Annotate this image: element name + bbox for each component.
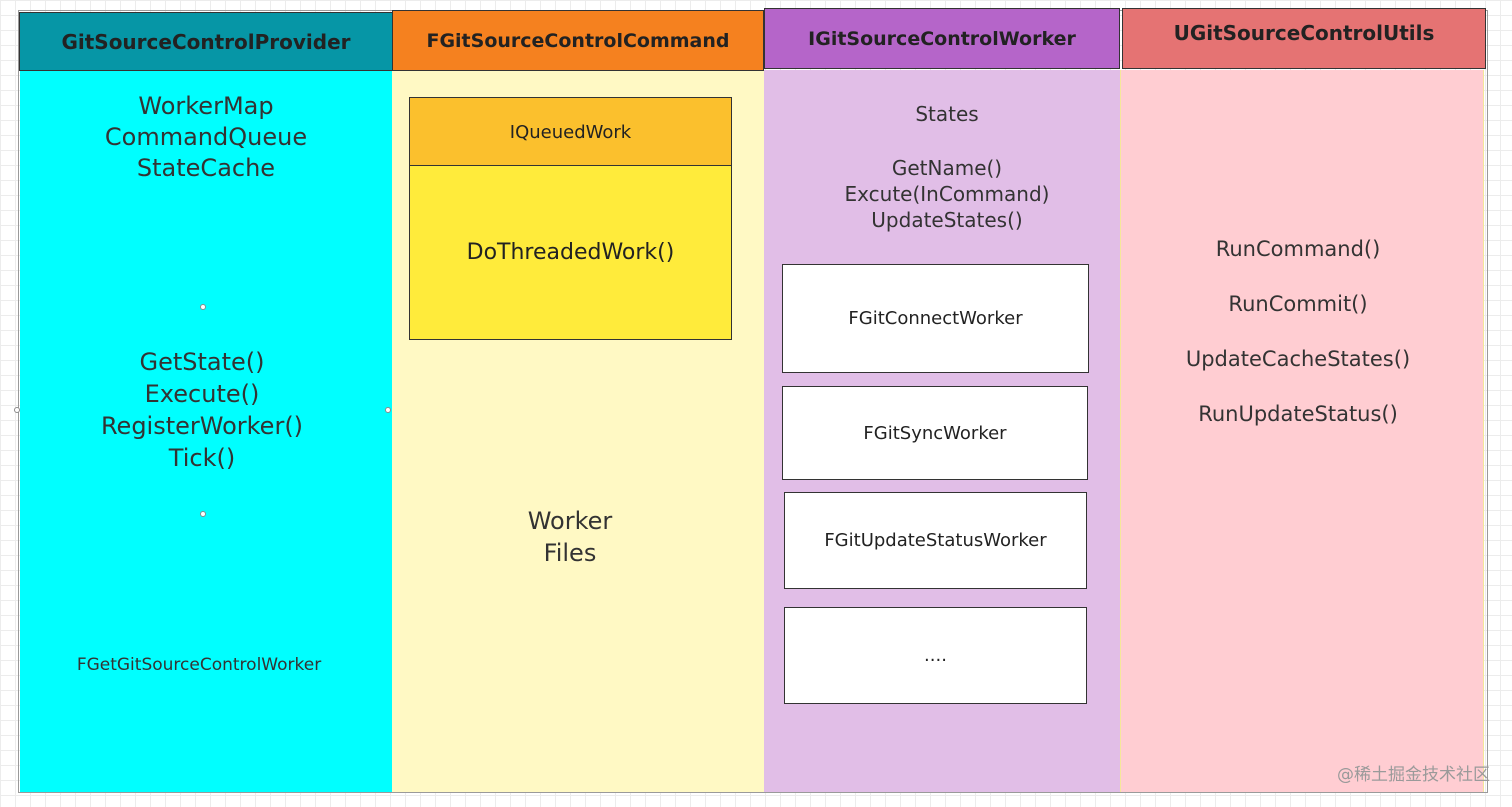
worker-methods: GetName() Excute(InCommand) UpdateStates… <box>764 155 1130 233</box>
iqueuedwork-header: IQueuedWork <box>409 97 732 167</box>
provider-method: Tick() <box>168 444 236 472</box>
command-members: Worker Files <box>392 505 748 569</box>
provider-header: GitSourceControlProvider <box>19 12 393 71</box>
utils-method: RunCommit() <box>1228 292 1368 316</box>
provider-method: RegisterWorker() <box>100 412 304 440</box>
worker-subclass-label: FGitSyncWorker <box>863 422 1007 444</box>
provider-footer-label: FGetGitSourceControlWorker <box>76 655 322 675</box>
utils-method: RunCommand() <box>1215 237 1381 261</box>
command-member: Worker <box>527 507 613 535</box>
utils-method: UpdateCacheStates() <box>1185 347 1411 371</box>
command-header-label: FGitSourceControlCommand <box>426 29 730 52</box>
provider-footer: FGetGitSourceControlWorker <box>20 655 378 675</box>
provider-member: CommandQueue <box>104 123 308 151</box>
watermark: @稀土掘金技术社区 <box>1337 765 1490 785</box>
command-member: Files <box>543 539 597 567</box>
worker-member: States <box>915 102 979 126</box>
worker-header-label: IGitSourceControlWorker <box>808 27 1076 50</box>
provider-method: GetState() <box>139 348 265 376</box>
provider-members: WorkerMap CommandQueue StateCache <box>20 91 392 184</box>
worker-subclass-label: FGitConnectWorker <box>848 308 1023 329</box>
utils-header: UGitSourceControlUtils <box>1122 8 1486 69</box>
worker-method: UpdateStates() <box>871 208 1023 232</box>
utils-header-label: UGitSourceControlUtils <box>1173 21 1435 45</box>
iqueuedwork-body: DoThreadedWork() <box>409 165 732 340</box>
selection-handle-right[interactable] <box>385 407 391 413</box>
dothreadedwork-label: DoThreadedWork() <box>466 240 675 265</box>
worker-members: States <box>764 102 1130 126</box>
worker-subclass-box: .... <box>784 607 1087 704</box>
worker-subclass-box: FGitConnectWorker <box>782 264 1089 373</box>
worker-subclass-label: .... <box>924 645 947 666</box>
worker-subclass-label: FGitUpdateStatusWorker <box>824 530 1047 551</box>
selection-handle-top[interactable] <box>200 304 206 310</box>
worker-method: Excute(InCommand) <box>844 182 1050 206</box>
provider-member: WorkerMap <box>138 92 274 120</box>
worker-subclass-box: FGitSyncWorker <box>782 386 1088 480</box>
iqueuedwork-label: IQueuedWork <box>509 121 632 143</box>
provider-body <box>20 70 392 792</box>
provider-member: StateCache <box>136 154 276 182</box>
worker-method: GetName() <box>891 156 1003 180</box>
provider-header-label: GitSourceControlProvider <box>61 29 351 54</box>
selection-handle-left[interactable] <box>14 407 20 413</box>
command-header: FGitSourceControlCommand <box>392 10 764 71</box>
utils-methods: RunCommand() RunCommit() UpdateCacheStat… <box>1120 222 1476 442</box>
worker-subclass-box: FGitUpdateStatusWorker <box>784 492 1087 589</box>
provider-method: Execute() <box>144 380 260 408</box>
provider-methods: GetState() Execute() RegisterWorker() Ti… <box>20 346 384 474</box>
selection-handle-bottom[interactable] <box>200 511 206 517</box>
utils-method: RunUpdateStatus() <box>1198 402 1398 426</box>
utils-body <box>1120 70 1484 792</box>
worker-header: IGitSourceControlWorker <box>764 8 1120 69</box>
